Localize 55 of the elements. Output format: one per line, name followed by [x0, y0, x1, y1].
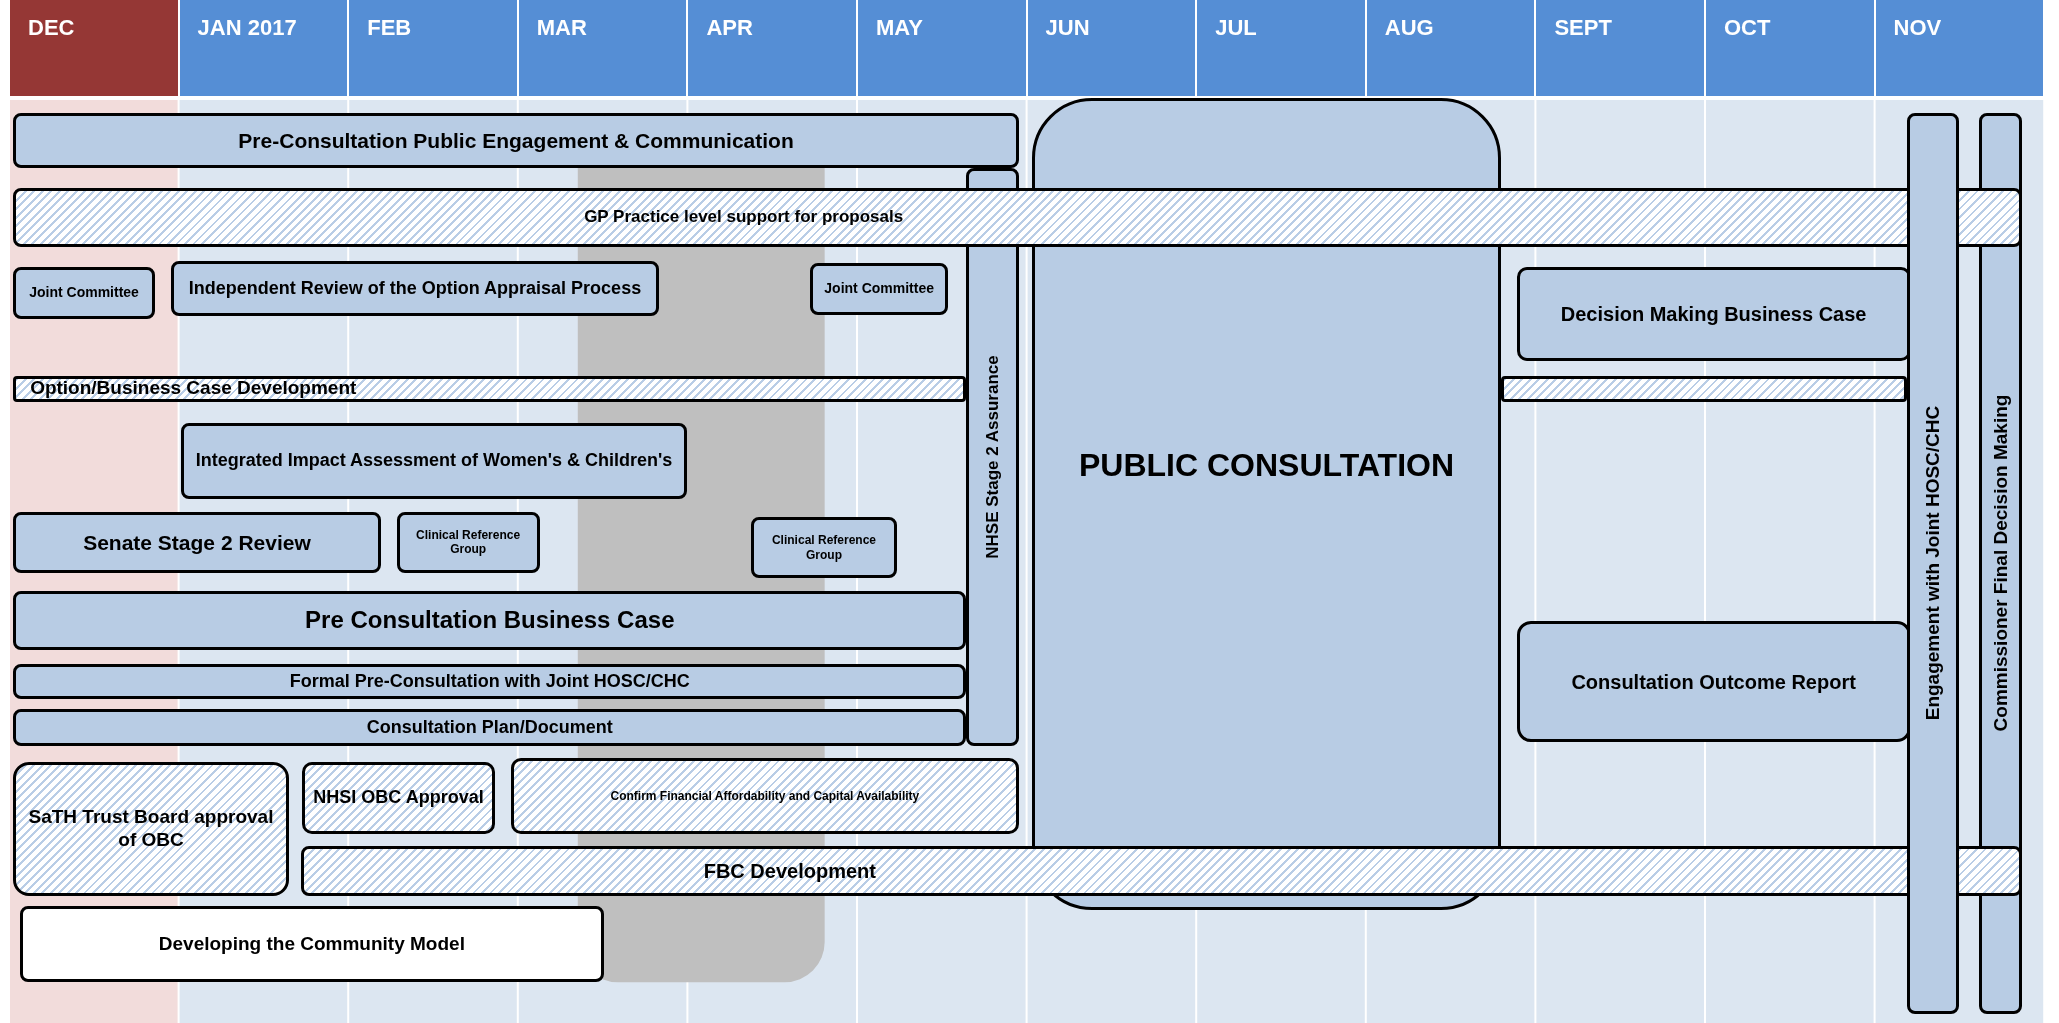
task-box — [13, 761, 289, 896]
task-label: GP Practice level support for proposals — [584, 207, 904, 228]
task-box — [510, 757, 1019, 834]
task-box — [13, 266, 155, 320]
month-header: JUN — [1027, 0, 1198, 96]
task-label: Consultation Plan/Document — [366, 716, 613, 739]
timeline-bar — [1500, 375, 1907, 402]
task-label: Joint Committee — [824, 280, 934, 298]
task-label: Independent Review of the Option Appraisal Process — [188, 278, 642, 300]
month-header: JUL — [1197, 0, 1367, 96]
timeline-bar — [13, 664, 967, 699]
month-header: MAR — [518, 0, 689, 96]
month-header: FEB — [349, 0, 519, 96]
task-box — [181, 422, 687, 499]
timeline-bar — [13, 709, 967, 746]
task-label: Pre-Consultation Public Engagement & Communication — [238, 127, 794, 154]
task-label: Consultation Outcome Report — [1571, 669, 1856, 694]
task-label: Engagement with Joint HOSC/CHC — [1922, 405, 1944, 723]
task-box — [810, 262, 949, 316]
task-box — [396, 512, 540, 573]
month-header: MAY — [858, 0, 1028, 96]
task-box — [751, 517, 897, 578]
task-label: Senate Stage 2 Review — [83, 529, 311, 555]
vertical-bar — [966, 168, 1019, 746]
task-label: Clinical Reference Group — [770, 533, 877, 562]
task-label: Developing the Community Model — [158, 932, 465, 956]
timeline-bar — [13, 112, 1019, 169]
task-box — [302, 761, 496, 834]
task-label: NHSI OBC Approval — [313, 786, 484, 809]
task-label: Joint Committee — [29, 284, 139, 302]
task-label: Option/Business Case Development — [30, 377, 357, 401]
task-label: NHSE Stage 2 Assurance — [982, 354, 1003, 561]
task-label: FBC Development — [703, 858, 876, 883]
task-label: Pre Consultation Business Case — [305, 606, 675, 635]
month-header: OCT — [1706, 0, 1876, 96]
month-header: NOV — [1875, 0, 2046, 96]
task-box — [19, 906, 605, 983]
month-header: APR — [688, 0, 858, 96]
month-header: DEC — [10, 0, 180, 96]
task-label: Confirm Financial Affordability and Capital Availability — [610, 788, 920, 803]
timeline-bar — [13, 590, 967, 650]
task-label: Clinical Reference Group — [415, 527, 522, 557]
task-box — [13, 512, 381, 573]
task-label: Formal Pre-Consultation with Joint HOSC/CHC — [289, 670, 690, 693]
timeline-bar — [13, 375, 967, 402]
task-label: SaTH Trust Board approval of OBC — [27, 805, 275, 852]
month-header: AUG — [1366, 0, 1537, 96]
task-label: Commissioner Final Decision Making — [1989, 393, 2012, 734]
month-header: SEPT — [1536, 0, 1706, 96]
month-header: JAN 2017 — [179, 0, 350, 96]
task-box — [170, 261, 660, 317]
task-label: Integrated Impact Assessment of Women's & Children's — [195, 450, 673, 472]
task-label: PUBLIC CONSULTATION — [1078, 446, 1455, 485]
task-label: Decision Making Business Case — [1560, 301, 1867, 326]
vertical-bar — [1906, 112, 1960, 1014]
